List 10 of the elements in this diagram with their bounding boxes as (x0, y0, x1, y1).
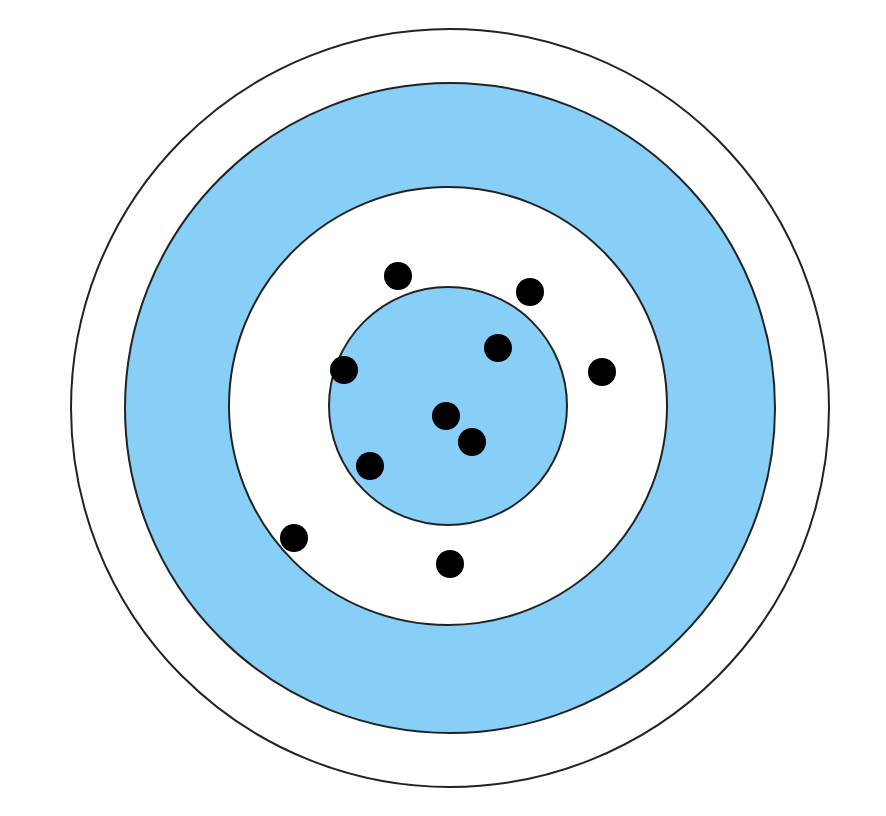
hit-dot (515, 277, 543, 305)
hit-dot (279, 523, 307, 551)
hit-dot (587, 357, 615, 385)
hit-dot (432, 402, 460, 430)
hit-dot (458, 428, 486, 456)
hit-dot (330, 356, 358, 384)
hit-dot (383, 261, 411, 289)
hit-dot (356, 452, 384, 480)
hit-dot (484, 334, 512, 362)
hit-dot (435, 549, 463, 577)
